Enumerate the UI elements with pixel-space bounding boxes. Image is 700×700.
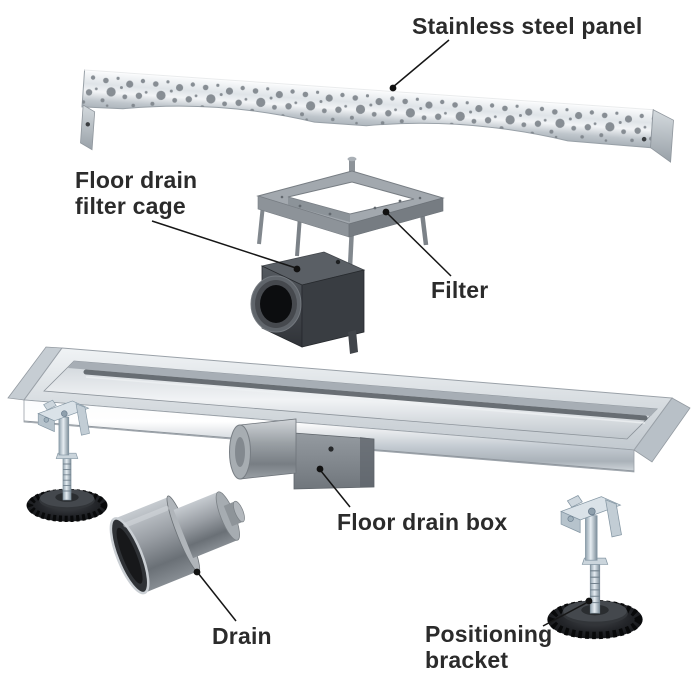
- label-stainless-steel-panel: Stainless steel panel: [412, 13, 643, 39]
- housing-screw: [328, 446, 334, 452]
- leader-dot-filter: [382, 208, 390, 216]
- floor-drain-box-art: [7, 346, 691, 490]
- filter-leg: [295, 215, 302, 257]
- filter-leg: [257, 204, 265, 245]
- stainless-steel-panel-art: [80, 68, 674, 163]
- leader-dot-drain: [193, 568, 201, 576]
- label-drain: Drain: [212, 623, 272, 649]
- label-floor-drain-filter-cage: Floor drain filter cage: [75, 167, 197, 220]
- label-floor-drain-filter-cage-line2: filter cage: [75, 193, 186, 220]
- floor-drain-filter-cage-art: [250, 251, 366, 354]
- leader-dot-filter-cage: [293, 265, 301, 273]
- label-filter: Filter: [431, 277, 489, 303]
- leader-dots: [193, 84, 593, 605]
- label-floor-drain-box: Floor drain box: [337, 509, 508, 535]
- leader-line-box: [320, 470, 351, 508]
- leader-dot-box: [316, 465, 324, 473]
- label-positioning-bracket-line1: Positioning: [425, 621, 553, 647]
- leader-line-filter-cage: [151, 220, 297, 269]
- panel-screw-right: [641, 136, 647, 142]
- leader-line-panel: [392, 39, 450, 88]
- positioning-bracket-right: [547, 496, 642, 639]
- label-positioning-bracket-line2: bracket: [425, 647, 509, 674]
- leader-line-drain: [197, 572, 237, 622]
- label-positioning-bracket: Positioning bracket: [425, 621, 552, 674]
- leader-dot-bracket: [585, 597, 593, 605]
- leader-dot-panel: [389, 84, 397, 92]
- leader-line-filter: [386, 212, 452, 277]
- label-floor-drain-filter-cage-line1: Floor drain: [75, 167, 198, 193]
- leader-lines: [151, 39, 589, 627]
- drain-art: [109, 491, 245, 595]
- panel-screw-left: [85, 122, 90, 127]
- filter-art: [256, 156, 445, 268]
- leader-line-bracket: [542, 601, 589, 627]
